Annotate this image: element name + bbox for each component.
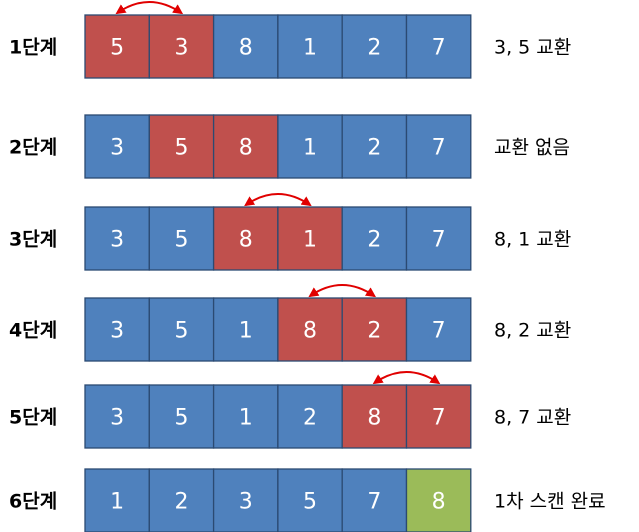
swap-arrow-icon bbox=[115, 1, 184, 15]
cell-value: 8 bbox=[367, 406, 381, 431]
step-note: 1차 스캔 완료 bbox=[494, 491, 606, 513]
array-cell bbox=[277, 468, 343, 532]
step-note: 3, 5 교환 bbox=[494, 37, 571, 59]
step-label: 5단계 bbox=[9, 407, 57, 429]
step-label: 2단계 bbox=[9, 137, 57, 159]
cell-value: 8 bbox=[239, 228, 253, 253]
cell-value: 1 bbox=[303, 36, 317, 61]
cell-value: 1 bbox=[239, 406, 253, 431]
cell-value: 5 bbox=[110, 36, 124, 61]
cell-value: 3 bbox=[110, 136, 124, 161]
step-note: 8, 7 교환 bbox=[494, 407, 571, 429]
step-row: 5단계 3 5 1 2 8 7 8, 7 교환 bbox=[9, 371, 571, 449]
array-cell bbox=[341, 14, 408, 79]
swap-arrow-icon bbox=[308, 284, 377, 298]
array-cell bbox=[148, 114, 215, 179]
array-cell bbox=[405, 14, 472, 79]
step-row: 4단계 3 5 1 8 2 7 8, 2 교환 bbox=[9, 284, 571, 362]
array-cell bbox=[212, 114, 279, 179]
array-cell bbox=[212, 384, 279, 449]
cell-value: 8 bbox=[239, 136, 253, 161]
cell-value: 5 bbox=[174, 319, 188, 344]
cell-value: 1 bbox=[110, 490, 124, 515]
cell-value: 5 bbox=[174, 228, 188, 253]
step-note: 교환 없음 bbox=[494, 137, 570, 159]
array-cell bbox=[405, 384, 472, 449]
step-label: 6단계 bbox=[9, 491, 57, 513]
step-label: 1단계 bbox=[9, 37, 57, 59]
step-row: 1단계 5 3 8 1 2 7 3, 5 교환 bbox=[9, 1, 571, 79]
step-note: 8, 2 교환 bbox=[494, 320, 571, 342]
cell-value: 7 bbox=[432, 406, 446, 431]
array-cell bbox=[148, 14, 215, 79]
cell-value: 2 bbox=[174, 490, 188, 515]
cell-value: 5 bbox=[174, 406, 188, 431]
cell-value: 2 bbox=[367, 36, 381, 61]
cell-value: 7 bbox=[432, 319, 446, 344]
step-row: 2단계 3 5 8 1 2 7 교환 없음 bbox=[9, 114, 570, 179]
array-cell bbox=[341, 384, 408, 449]
cell-value: 7 bbox=[432, 136, 446, 161]
step-label: 3단계 bbox=[9, 229, 57, 251]
array-cell bbox=[405, 114, 472, 179]
cell-value: 5 bbox=[174, 136, 188, 161]
array-cell bbox=[341, 206, 408, 271]
cell-value: 7 bbox=[367, 490, 381, 515]
array-cell bbox=[212, 297, 279, 362]
cell-value: 3 bbox=[110, 228, 124, 253]
cell-value: 8 bbox=[303, 319, 317, 344]
array-cell bbox=[212, 468, 279, 532]
array-cell bbox=[405, 297, 472, 362]
array-cell bbox=[212, 14, 279, 79]
step-row: 6단계 1 2 3 5 7 8 1차 스캔 완료 bbox=[9, 468, 606, 532]
cell-value: 1 bbox=[303, 228, 317, 253]
cell-value: 8 bbox=[432, 490, 446, 515]
step-row: 3단계 3 5 8 1 2 7 8, 1 교환 bbox=[9, 193, 571, 271]
array-cell bbox=[84, 14, 150, 79]
array-cell bbox=[405, 206, 472, 271]
cell-value: 2 bbox=[303, 406, 317, 431]
array-cell bbox=[84, 468, 150, 532]
array-cell bbox=[405, 468, 472, 532]
array-cell bbox=[277, 206, 343, 271]
array-cell bbox=[341, 297, 408, 362]
cell-value: 7 bbox=[432, 228, 446, 253]
cell-value: 2 bbox=[367, 228, 381, 253]
cell-value: 3 bbox=[174, 36, 188, 61]
cell-value: 2 bbox=[367, 319, 381, 344]
swap-arrow-icon bbox=[372, 371, 441, 385]
array-cell bbox=[148, 297, 215, 362]
array-cell bbox=[84, 384, 150, 449]
cell-value: 2 bbox=[367, 136, 381, 161]
array-cell bbox=[277, 384, 343, 449]
cell-value: 7 bbox=[432, 36, 446, 61]
step-label: 4단계 bbox=[9, 320, 57, 342]
array-cell bbox=[277, 114, 343, 179]
cell-value: 3 bbox=[110, 406, 124, 431]
cell-value: 3 bbox=[110, 319, 124, 344]
cell-value: 1 bbox=[239, 319, 253, 344]
cell-value: 1 bbox=[303, 136, 317, 161]
array-cell bbox=[84, 206, 150, 271]
array-cell bbox=[148, 206, 215, 271]
array-cell bbox=[277, 297, 343, 362]
swap-arrow-icon bbox=[244, 193, 312, 207]
cell-value: 5 bbox=[303, 490, 317, 515]
array-cell bbox=[84, 297, 150, 362]
array-cell bbox=[84, 114, 150, 179]
cell-value: 8 bbox=[239, 36, 253, 61]
step-note: 8, 1 교환 bbox=[494, 229, 571, 251]
cell-value: 3 bbox=[239, 490, 253, 515]
